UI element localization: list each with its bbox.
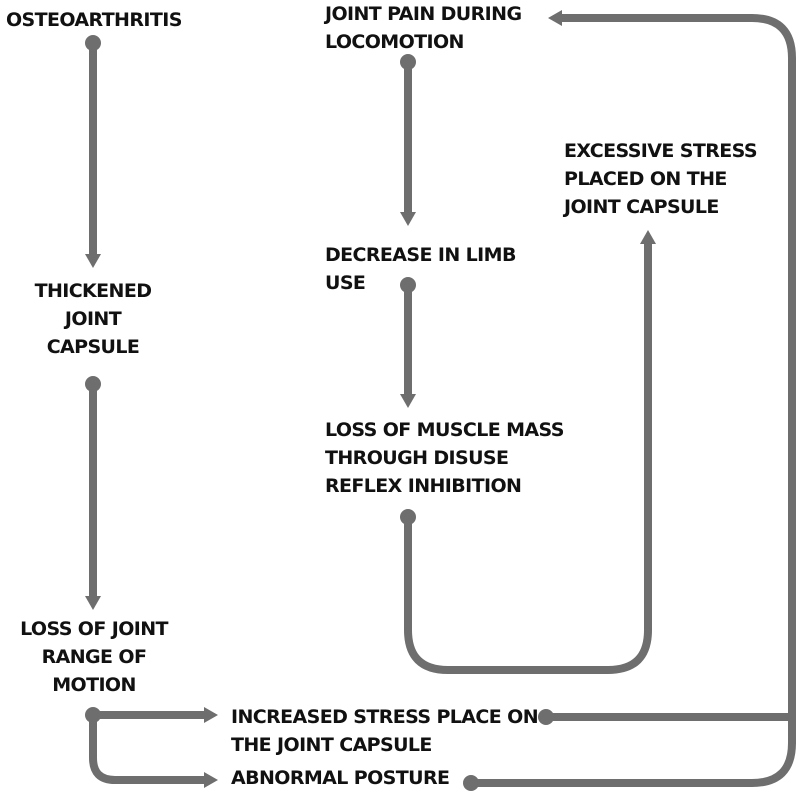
node-line: LOCOMOTION <box>325 31 464 53</box>
node-decrease-in-limb-use: DECREASE IN LIMB USE <box>325 241 516 297</box>
node-line: LOSS OF JOINT <box>20 618 168 640</box>
arrowhead <box>400 394 416 408</box>
node-line: THE JOINT CAPSULE <box>231 734 432 756</box>
node-line: INCREASED STRESS PLACE ON <box>231 706 539 728</box>
node-line: CAPSULE <box>46 336 140 358</box>
arrowhead <box>204 707 218 723</box>
arrowhead <box>400 212 416 226</box>
node-line: JOINT CAPSULE <box>564 196 719 218</box>
node-line: DECREASE IN LIMB <box>325 244 516 266</box>
node-line: ABNORMAL POSTURE <box>231 767 450 789</box>
connector-line <box>89 715 204 784</box>
node-line: JOINT PAIN DURING <box>325 3 522 25</box>
node-osteoarthritis: OSTEOARTHRITIS <box>6 6 182 34</box>
node-excessive-stress-on-capsule: EXCESSIVE STRESS PLACED ON THE JOINT CAP… <box>564 137 758 221</box>
node-line: RANGE OF <box>41 646 147 668</box>
node-line: REFLEX INHIBITION <box>325 475 522 497</box>
arrowhead <box>640 230 656 244</box>
node-joint-pain-during-locomotion: JOINT PAIN DURING LOCOMOTION <box>325 0 522 56</box>
arrowhead <box>85 254 101 268</box>
node-line: JOINT <box>64 308 122 330</box>
arrowhead <box>548 10 562 26</box>
node-line: PLACED ON THE <box>564 168 727 190</box>
node-thickened-joint-capsule: THICKENED JOINT CAPSULE <box>20 277 166 361</box>
node-abnormal-posture: ABNORMAL POSTURE <box>231 764 450 792</box>
node-loss-of-muscle-mass: LOSS OF MUSCLE MASS THROUGH DISUSE REFLE… <box>325 416 564 500</box>
node-increased-stress-on-capsule: INCREASED STRESS PLACE ON THE JOINT CAPS… <box>231 703 539 759</box>
arrowhead <box>85 596 101 610</box>
node-line: MOTION <box>52 674 136 696</box>
connector-line <box>404 244 652 674</box>
arrowhead <box>204 772 218 788</box>
connector-line <box>471 700 796 787</box>
node-loss-of-joint-range-of-motion: LOSS OF JOINT RANGE OF MOTION <box>6 615 182 699</box>
node-line: THROUGH DISUSE <box>325 447 509 469</box>
node-line: LOSS OF MUSCLE MASS <box>325 419 564 441</box>
node-line: EXCESSIVE STRESS <box>564 140 758 162</box>
connector-line <box>546 14 796 721</box>
node-line: OSTEOARTHRITIS <box>6 9 182 31</box>
node-line: THICKENED <box>34 280 152 302</box>
node-line: USE <box>325 272 366 294</box>
